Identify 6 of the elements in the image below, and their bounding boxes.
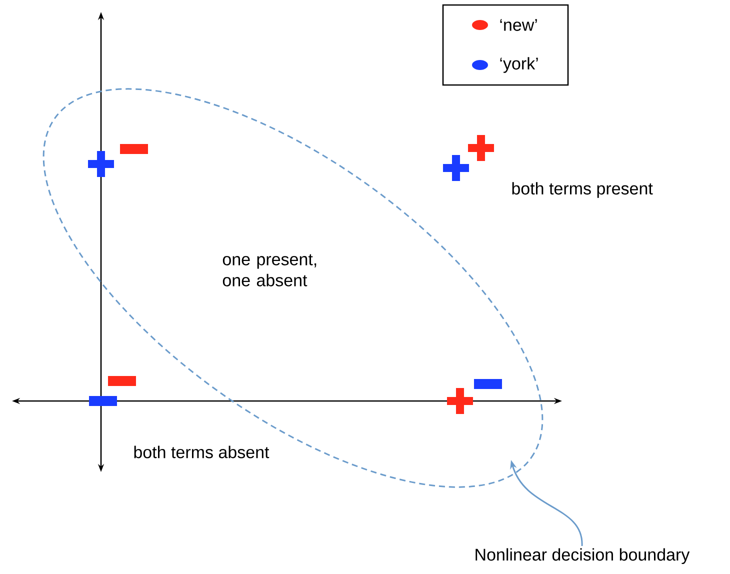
region-label: both terms present <box>512 182 653 198</box>
legend-label: ‘new’ <box>500 19 537 31</box>
region-label: one present, one absent <box>222 254 316 286</box>
region-label: both terms absent <box>134 446 270 458</box>
legend-label: ‘york’ <box>500 57 538 73</box>
boundary-caption: Nonlinear decision boundary <box>476 548 690 564</box>
